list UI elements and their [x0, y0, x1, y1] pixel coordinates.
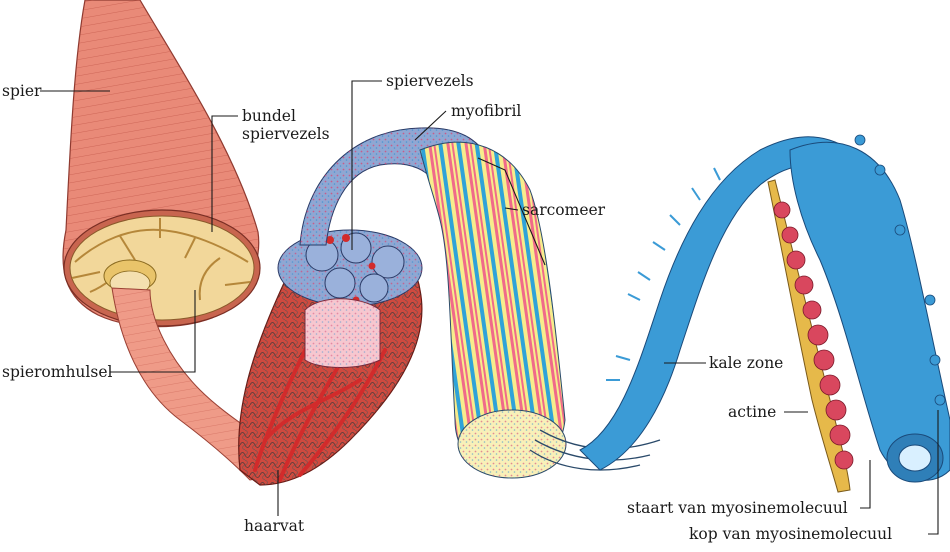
label-haarvat: haarvat [244, 517, 304, 535]
muscle-body [63, 0, 260, 327]
label-spier: spier [2, 82, 41, 100]
label-myofibril: myofibril [451, 102, 521, 120]
label-kop-myosine: kop van myosinemolecuul [689, 525, 892, 543]
label-staart-myosine: staart van myosinemolecuul [627, 499, 848, 517]
label-spiervezels: spiervezels [386, 72, 474, 90]
label-bundel-line1: bundel [242, 107, 296, 125]
fiber-bundle [239, 230, 422, 485]
leader-staart [860, 460, 870, 508]
label-bundel-line2: spiervezels [242, 125, 330, 143]
label-actine: actine [728, 403, 776, 421]
label-spieromhulsel: spieromhulsel [2, 363, 112, 381]
myofibril [420, 142, 566, 478]
myosin-filament [580, 135, 950, 482]
label-sarcomeer: sarcomeer [522, 201, 605, 219]
label-kale-zone: kale zone [709, 354, 783, 372]
